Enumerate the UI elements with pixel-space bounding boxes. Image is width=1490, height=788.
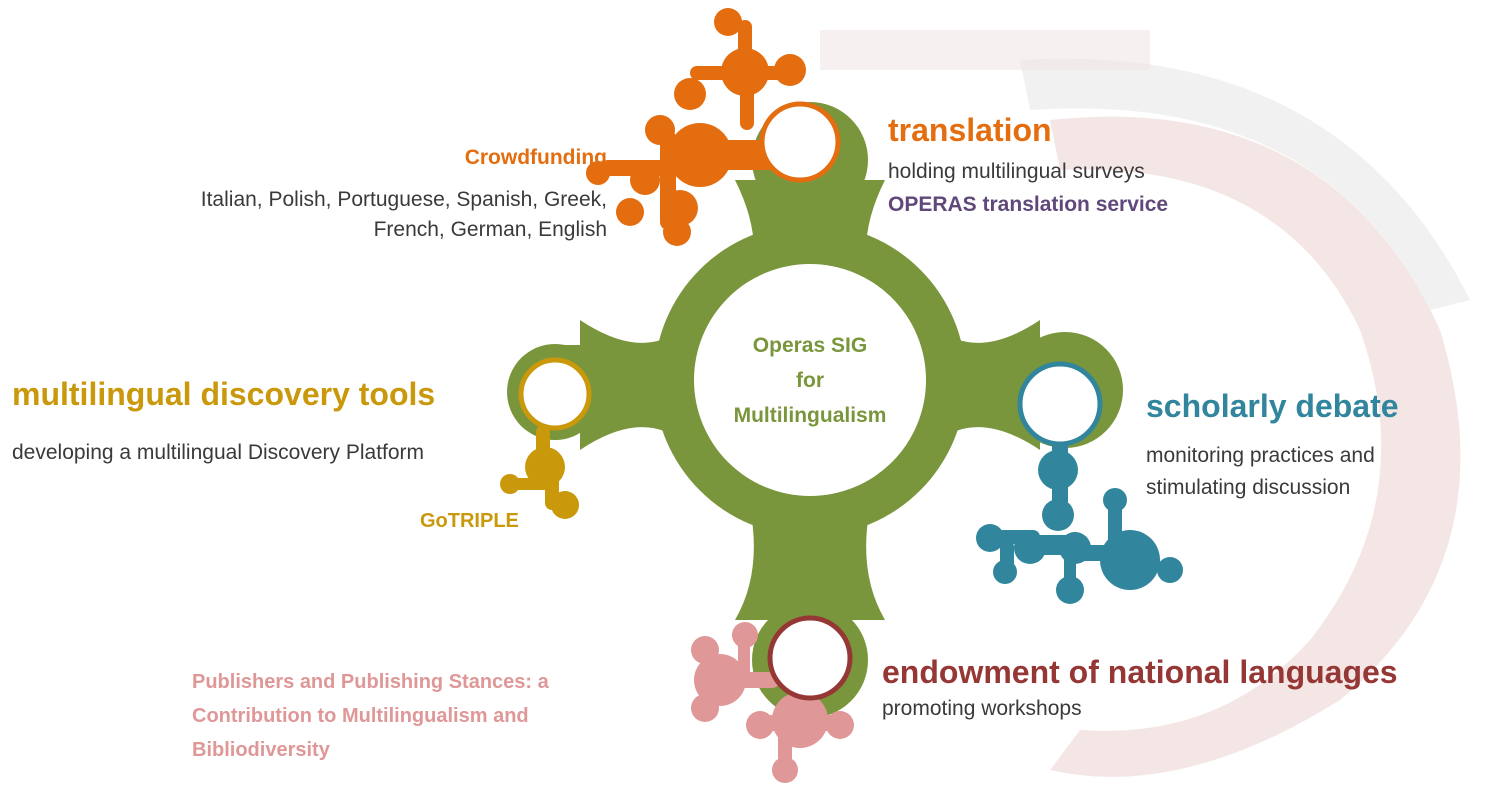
publishers-title: Publishers and Publishing Stances: a Con… (192, 671, 549, 761)
scholarly-title: scholarly debate (1146, 388, 1399, 424)
watermark-logo (820, 30, 1470, 777)
translation-node (759, 101, 841, 183)
hub-inner-circle (694, 264, 926, 496)
endowment-title: endowment of national languages (882, 654, 1398, 690)
scholarly-subtitle: monitoring practices and stimulating dis… (1146, 444, 1375, 499)
hub-label-line1: Operas SIG (752, 334, 868, 357)
endowment-node (767, 615, 853, 701)
scholarly-node (1017, 361, 1103, 447)
crowdfunding-languages-line2: French, German, English (373, 218, 607, 241)
teal-molecule-icon (976, 430, 1183, 604)
crowdfunding-languages-line1: Italian, Polish, Portuguese, Spanish, Gr… (200, 188, 607, 211)
hub-label-line3: Multilingualism (733, 404, 887, 427)
gotriple-label: GoTRIPLE (420, 510, 519, 532)
crowdfunding-languages: Italian, Polish, Portuguese, Spanish, Gr… (201, 185, 607, 245)
pink-molecule-icon (691, 622, 854, 783)
translation-subtitle: holding multilingual surveys (888, 160, 1145, 183)
translation-service: OPERAS translation service (888, 193, 1169, 216)
hub-label: Operas SIG for Multilingualism (700, 328, 920, 433)
gold-molecule-icon (500, 425, 579, 519)
crowdfunding-title: Crowdfunding (464, 146, 607, 169)
discovery-subtitle: developing a multilingual Discovery Plat… (12, 441, 425, 464)
translation-title: translation (888, 112, 1052, 148)
hub-label-line2: for (796, 369, 824, 392)
discovery-node (518, 357, 592, 431)
discovery-title: multilingual discovery tools (12, 376, 436, 412)
endowment-subtitle: promoting workshops (882, 697, 1082, 720)
orange-molecule-icon (586, 8, 806, 246)
